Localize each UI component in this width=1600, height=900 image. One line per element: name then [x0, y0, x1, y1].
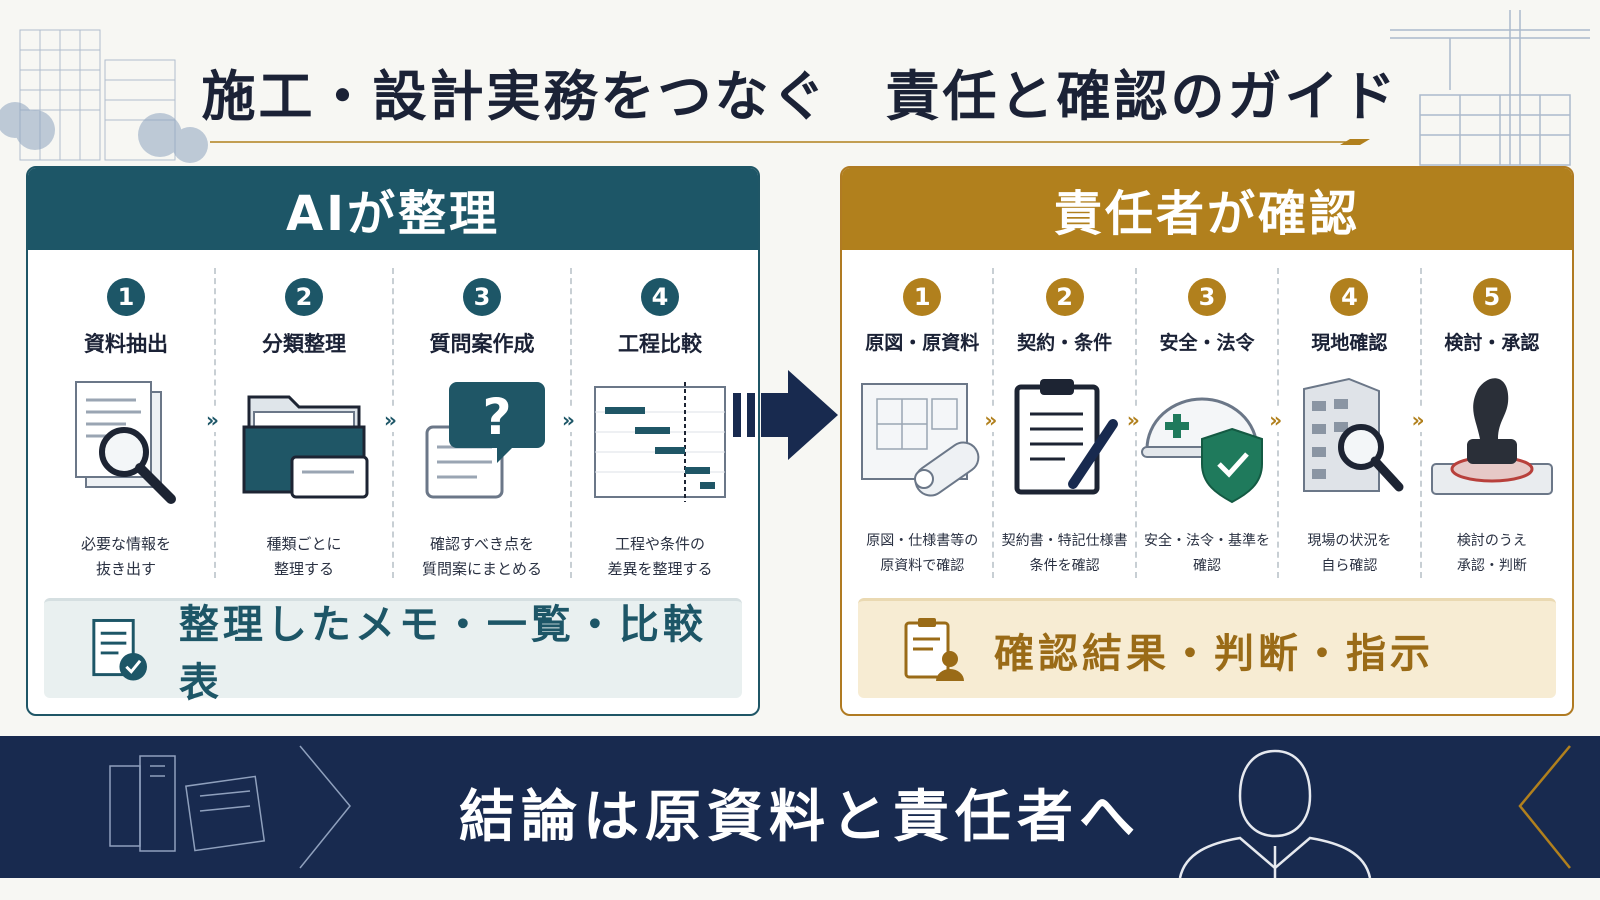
step-description: 確認すべき点を質問案にまとめる	[421, 535, 542, 578]
flow-arrow-icon	[733, 370, 838, 460]
step-number: 1	[107, 278, 145, 316]
step-label: 工程比較	[618, 332, 702, 356]
review-result-box: 確認結果・判断・指示	[858, 598, 1556, 698]
gantt-chart-icon	[594, 382, 726, 502]
question-bubble-icon: ?	[425, 382, 545, 499]
step-number: 1	[903, 278, 942, 316]
blueprint-icon	[861, 383, 980, 497]
construction-crane-illustration	[1390, 10, 1590, 166]
review-step-5: » 5 検討・承認 検討のうえ承認・判断	[1409, 268, 1562, 578]
ai-organize-panel: AIが整理 1 資料抽出 必要な情報を抜き出す » 2 分類整理	[26, 166, 760, 716]
ai-step-4: » 4 工程比較 工程や条件の差異を整理する	[560, 268, 748, 578]
ai-step-1: 1 資料抽出 必要な情報を抜き出す	[38, 268, 214, 578]
step-number: 4	[1330, 278, 1369, 316]
ai-step-3: » 3 質問案作成 ? 確認すべき点を質問案にまとめる	[382, 268, 570, 578]
step-description: 安全・法令・基準を確認	[1144, 533, 1271, 574]
ai-step-2: » 2 分類整理 種類ごとに整理する	[204, 268, 392, 578]
review-steps: 1 原図・原資料 原図・仕様書等の原資料で確認 » 2 契約・条件	[852, 268, 1562, 578]
person-silhouette-icon	[1178, 745, 1571, 878]
documents-binder-icon	[109, 745, 351, 869]
step-number: 4	[641, 278, 679, 316]
building-inspect-icon	[1303, 377, 1404, 492]
review-step-4: » 4 現地確認 現場の状況を自ら確認	[1267, 268, 1419, 578]
step-label: 分類整理	[262, 332, 346, 356]
step-description: 原図・仕様書等の原資料で確認	[866, 533, 979, 574]
folder-icon	[242, 395, 369, 499]
step-description: 契約書・特記仕様書条件を確認	[1001, 533, 1128, 574]
step-description: 工程や条件の差異を整理する	[607, 535, 713, 578]
step-label: 検討・承認	[1444, 332, 1540, 354]
step-label: 契約・条件	[1017, 332, 1113, 354]
chevron-right-icon: »	[1409, 408, 1427, 432]
document-search-icon	[75, 381, 176, 504]
step-label: 現地確認	[1311, 332, 1388, 354]
chevron-right-icon: »	[204, 408, 221, 432]
step-description: 検討のうえ承認・判断	[1456, 533, 1527, 574]
svg-text:?: ?	[482, 388, 511, 446]
review-panel: 責任者が確認 1 原図・原資料 原図・仕様書等の原資料で確認 » 2 契約・条件	[840, 166, 1574, 716]
step-number: 2	[285, 278, 323, 316]
helmet-shield-icon	[1141, 397, 1264, 504]
step-description: 種類ごとに整理する	[266, 535, 342, 578]
clipboard-pen-icon	[1014, 379, 1118, 495]
step-description: 必要な情報を抜き出す	[80, 535, 171, 578]
review-result-text: 確認結果・判断・指示	[994, 630, 1434, 677]
step-number: 3	[463, 278, 501, 316]
step-label: 原図・原資料	[865, 332, 980, 354]
building-skyline-illustration	[0, 29, 208, 163]
step-number: 5	[1472, 278, 1511, 316]
step-label: 安全・法令	[1159, 332, 1255, 354]
review-panel-heading: 責任者が確認	[842, 168, 1572, 250]
review-step-1: 1 原図・原資料 原図・仕様書等の原資料で確認	[852, 268, 992, 578]
title-divider	[210, 139, 1370, 145]
chevron-right-icon: »	[982, 408, 1000, 432]
step-description: 現場の状況を自ら確認	[1307, 533, 1392, 574]
page-title: 施工・設計実務をつなぐ 責任と確認のガイド	[201, 65, 1399, 128]
chevron-right-icon: »	[560, 408, 577, 432]
chevron-right-icon: »	[1267, 408, 1285, 432]
document-check-icon	[92, 618, 147, 681]
step-label: 資料抽出	[84, 332, 168, 356]
review-step-3: » 3 安全・法令 安全・法令・基準を確認	[1124, 268, 1277, 578]
ai-result-text: 整理したメモ・一覧・比較表	[178, 601, 707, 706]
chevron-right-icon: »	[1124, 408, 1142, 432]
ai-panel-heading: AIが整理	[28, 168, 758, 250]
clipboard-person-icon	[904, 617, 964, 681]
step-number: 2	[1045, 278, 1084, 316]
step-label: 質問案作成	[429, 332, 535, 356]
review-step-2: » 2 契約・条件 契約書・特記仕様書条件を確認	[982, 268, 1134, 578]
chevron-right-icon: »	[382, 408, 399, 432]
ai-steps: 1 資料抽出 必要な情報を抜き出す » 2 分類整理	[38, 268, 748, 578]
conclusion-text: 結論は原資料と責任者へ	[459, 785, 1141, 850]
conclusion-band: 結論は原資料と責任者へ	[0, 736, 1600, 878]
step-number: 3	[1188, 278, 1227, 316]
ai-result-box: 整理したメモ・一覧・比較表	[44, 598, 742, 706]
stamp-icon	[1430, 378, 1553, 495]
